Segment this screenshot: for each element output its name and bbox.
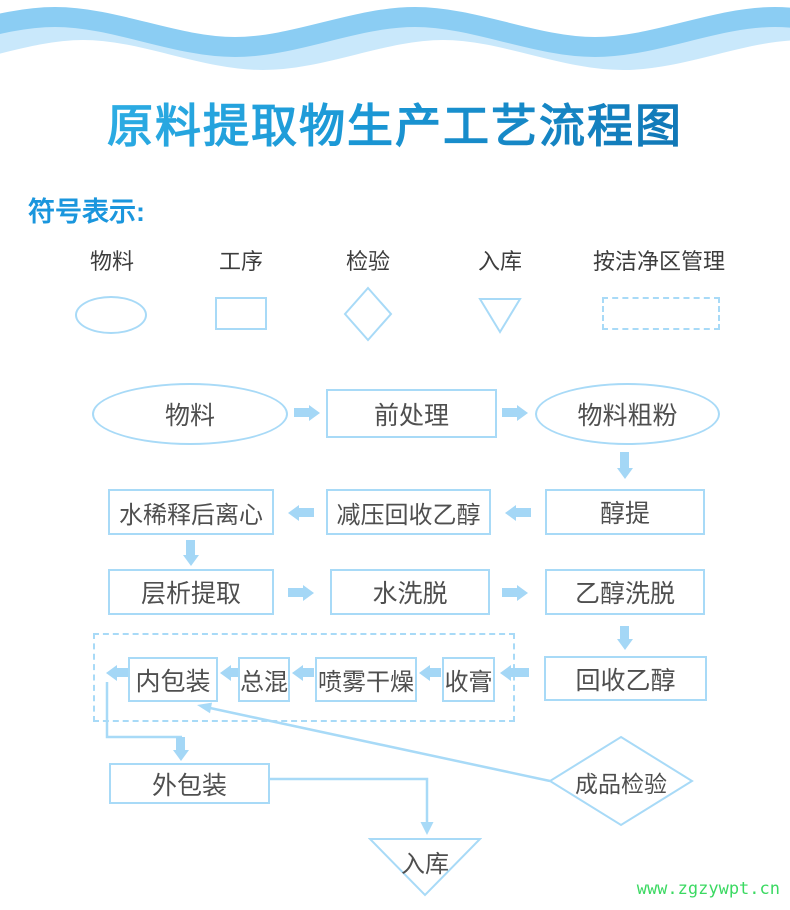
- legend-dashed-rect-shape: [602, 297, 720, 330]
- node-dilute-centrifuge: 水稀释后离心: [108, 489, 274, 535]
- connector-outer-packing-to-warehousing: [270, 777, 429, 824]
- node-alcohol-extract: 醇提: [545, 489, 705, 535]
- node-finished-inspection-diamond: [548, 735, 694, 827]
- arrow-right-icon: [288, 588, 303, 597]
- page-title: 原料提取物生产工艺流程图: [0, 90, 790, 156]
- arrow-left-icon: [299, 508, 314, 517]
- arrow-left-icon: [516, 508, 531, 517]
- legend-label-material: 物料: [89, 249, 134, 274]
- watermark: www.zgzywpt.cn: [636, 879, 780, 899]
- node-total-mixing: 总混: [238, 657, 290, 702]
- legend-ellipse-shape: [75, 296, 147, 334]
- arrow-down-icon: [176, 737, 185, 750]
- legend-label-process: 工序: [218, 249, 263, 274]
- node-paste-collection: 收膏: [442, 657, 495, 702]
- arrow-down-icon: [186, 540, 195, 555]
- node-spray-drying: 喷雾干燥: [315, 657, 417, 702]
- arrow-right-icon: [502, 588, 517, 597]
- node-pretreatment: 前处理: [326, 389, 497, 438]
- legend-label-warehousing: 入库: [477, 249, 522, 274]
- node-ethanol-elution: 乙醇洗脱: [545, 569, 705, 615]
- node-finished-inspection-label: 成品检验: [575, 771, 667, 797]
- arrowhead-inner-packing: [197, 702, 212, 714]
- arrowhead-warehousing: [420, 822, 434, 835]
- legend-rectangle-shape: [215, 297, 267, 330]
- arrow-left-icon: [303, 668, 314, 677]
- arrow-down-icon: [620, 452, 629, 468]
- legend-triangle-shape: [478, 298, 522, 334]
- legend-label-inspection: 检验: [345, 249, 390, 274]
- node-outer-packing: 外包装: [109, 763, 270, 804]
- clean-area-zone: [93, 633, 515, 722]
- node-vacuum-recover: 减压回收乙醇: [326, 489, 491, 535]
- legend-diamond-shape: [343, 286, 393, 342]
- arrow-down-icon: [620, 626, 629, 639]
- connector-inner-to-outer-packing: [105, 682, 182, 739]
- legend-label-clean-area: 按洁净区管理: [592, 249, 725, 274]
- node-warehousing-label: 入库: [401, 851, 449, 878]
- wave-icon: [0, 6, 790, 71]
- arrow-right-icon: [502, 408, 517, 417]
- arrow-right-icon: [294, 408, 309, 417]
- node-water-elution: 水洗脱: [330, 569, 490, 615]
- node-ethanol-recovery: 回收乙醇: [544, 656, 707, 701]
- node-coarse-powder: 物料粗粉: [535, 383, 720, 445]
- arrow-left-icon: [117, 668, 129, 677]
- node-warehousing-triangle: [368, 838, 482, 897]
- arrow-left-icon: [430, 668, 441, 677]
- wave-decoration: [0, 0, 790, 80]
- arrow-left-icon: [231, 668, 239, 677]
- node-inner-packing: 内包装: [128, 657, 218, 702]
- node-chromatography: 层析提取: [108, 569, 274, 615]
- node-material: 物料: [92, 383, 288, 445]
- arrow-left-icon: [511, 668, 529, 677]
- legend-heading: 符号表示:: [28, 197, 145, 227]
